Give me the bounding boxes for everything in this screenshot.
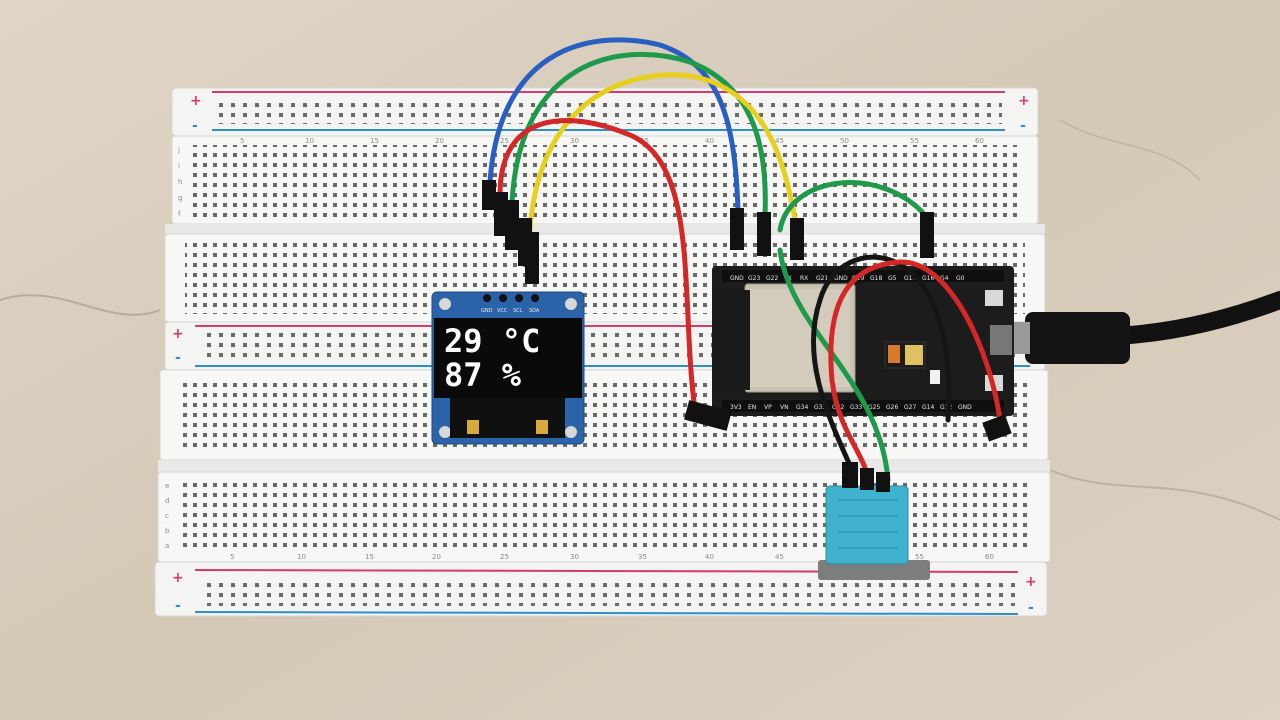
svg-text:i: i [178, 162, 180, 170]
svg-text:10: 10 [305, 137, 314, 145]
svg-text:5: 5 [240, 137, 244, 145]
rail-plus-label: + [1018, 93, 1030, 109]
wire-black-sensor [810, 254, 952, 473]
svg-text:G14: G14 [922, 404, 934, 411]
rail-plus-label: + [1025, 574, 1037, 590]
dht11-sensor [818, 485, 930, 580]
svg-text:G34: G34 [796, 404, 808, 411]
svg-text:G23: G23 [748, 275, 760, 282]
rail-minus-label: - [175, 350, 181, 366]
wire-green-sensor [777, 247, 891, 483]
row-letters-top: j i h g f [177, 146, 182, 218]
svg-text:GND: GND [958, 404, 972, 411]
svg-text:15: 15 [370, 137, 379, 145]
marble-vein [1059, 119, 1201, 181]
svg-text:GND: GND [834, 275, 848, 282]
wire-red [497, 118, 698, 413]
boot-button[interactable] [985, 290, 1003, 306]
svg-text:VP: VP [764, 404, 772, 411]
wire-yellow [527, 72, 798, 233]
svg-text:20: 20 [435, 137, 444, 145]
svg-text:G35: G35 [814, 404, 826, 411]
svg-text:VN: VN [780, 404, 789, 411]
svg-text:30: 30 [570, 553, 579, 561]
column-numbers-top: 5 10 15 20 25 30 35 40 45 50 55 60 [240, 137, 984, 145]
svg-text:50: 50 [840, 137, 849, 145]
wire-green-esp [777, 180, 928, 233]
svg-text:e: e [165, 482, 169, 490]
svg-text:10: 10 [297, 553, 306, 561]
rail-plus-label: + [172, 326, 184, 342]
svg-text:60: 60 [975, 137, 984, 145]
svg-text:60: 60 [985, 553, 994, 561]
svg-text:40: 40 [705, 137, 714, 145]
svg-text:G22: G22 [766, 275, 778, 282]
svg-text:15: 15 [365, 553, 374, 561]
row-letters-bottom: e d c b a [165, 482, 170, 550]
svg-text:RX: RX [800, 275, 808, 282]
svg-text:3V3: 3V3 [730, 404, 742, 411]
svg-text:25: 25 [500, 553, 509, 561]
usb-cable [1005, 291, 1280, 364]
esp32-board: GND G23 G22 TX RX G21 GND G19 G18 G5 G17… [712, 266, 1014, 416]
svg-text:G0: G0 [956, 275, 965, 282]
svg-text:a: a [165, 542, 169, 550]
svg-text:55: 55 [915, 553, 924, 561]
svg-text:20: 20 [432, 553, 441, 561]
svg-text:b: b [165, 527, 170, 535]
svg-text:c: c [165, 512, 169, 520]
svg-text:j: j [177, 146, 180, 154]
svg-text:25: 25 [500, 137, 509, 145]
jumper-wires [487, 37, 1003, 483]
svg-text:G5: G5 [888, 275, 897, 282]
svg-text:G21: G21 [816, 275, 828, 282]
svg-text:h: h [178, 178, 182, 186]
wire-green [509, 51, 768, 218]
wire-connectors [482, 180, 1012, 492]
usb-port [990, 325, 1012, 355]
oled-display-module: GND VCC SCL SDA 29 °C 87 % [431, 291, 585, 445]
svg-text:35: 35 [638, 553, 647, 561]
svg-text:G26: G26 [886, 404, 898, 411]
temperature-readout: 29 °C [444, 322, 540, 360]
oled-pin-sda: SDA [529, 308, 540, 314]
rail-minus-label: - [1028, 600, 1034, 616]
humidity-readout: 87 % [444, 356, 522, 394]
esp32-top-pin-labels: GND G23 G22 TX RX G21 GND G19 G18 G5 G17… [730, 275, 965, 282]
rail-minus-label: - [192, 118, 198, 134]
svg-text:EN: EN [748, 404, 756, 411]
oled-pin-scl: SCL [513, 308, 523, 314]
svg-text:d: d [165, 497, 169, 505]
wire-blue [487, 37, 741, 213]
wire-red-sensor [828, 259, 1003, 481]
svg-text:g: g [178, 194, 182, 202]
oled-pin-gnd: GND [481, 308, 493, 314]
rail-plus-label: + [190, 93, 202, 109]
svg-text:40: 40 [705, 553, 714, 561]
svg-text:GND: GND [730, 275, 744, 282]
svg-text:55: 55 [910, 137, 919, 145]
svg-text:G25: G25 [868, 404, 880, 411]
svg-text:f: f [178, 210, 181, 218]
svg-text:G16: G16 [922, 275, 934, 282]
svg-text:G18: G18 [870, 275, 882, 282]
marble-vein [1049, 469, 1280, 521]
svg-text:45: 45 [775, 553, 784, 561]
oled-screen [434, 318, 582, 398]
rail-minus-label: - [1020, 118, 1026, 134]
svg-text:30: 30 [570, 137, 579, 145]
svg-text:G27: G27 [904, 404, 916, 411]
rail-plus-label: + [172, 570, 184, 586]
svg-text:G33: G33 [850, 404, 862, 411]
rail-minus-label: - [175, 598, 181, 614]
marble-vein [0, 294, 161, 316]
svg-text:5: 5 [230, 553, 234, 561]
svg-text:G17: G17 [904, 275, 916, 282]
svg-text:G4: G4 [940, 275, 949, 282]
svg-text:45: 45 [775, 137, 784, 145]
oled-pin-vcc: VCC [497, 308, 508, 314]
